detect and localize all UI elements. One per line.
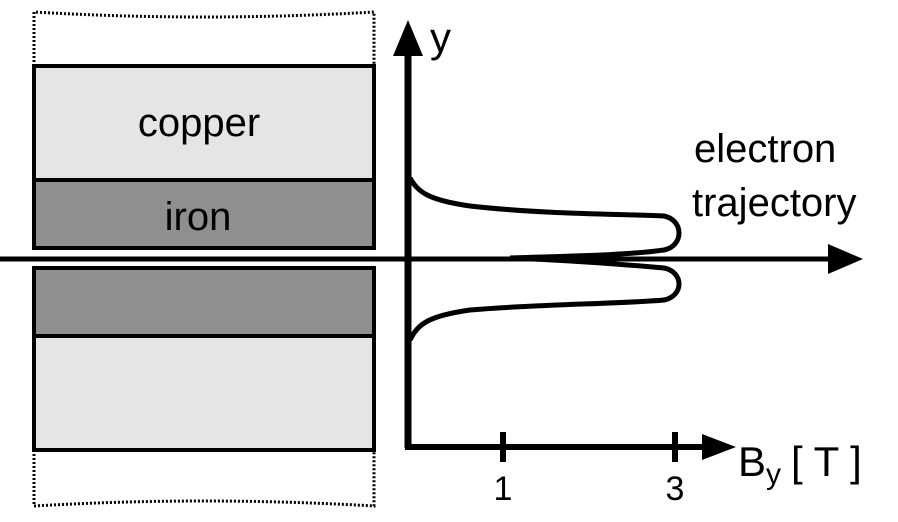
copper-block-lower	[32, 334, 376, 452]
tick-1-label: 1	[494, 470, 513, 508]
iron-block-lower	[32, 266, 376, 338]
x-axis-arrowhead	[702, 434, 736, 460]
field-profile-lower-lobe	[407, 255, 682, 342]
tick-3-label: 3	[666, 470, 685, 508]
magnet-bottom-cap	[32, 450, 376, 508]
copper-block-upper	[32, 64, 376, 182]
y-axis-arrowhead	[393, 20, 423, 56]
copper-label: copper	[138, 101, 260, 145]
x-axis-unit: [ T ]	[791, 438, 862, 485]
electron-trajectory-label-line2: trajectory	[692, 181, 857, 225]
x-axis-label-main: B	[738, 438, 766, 485]
x-axis-label-subscript: y	[766, 458, 781, 491]
field-profile-upper-lobe	[407, 176, 682, 261]
iron-block-upper	[32, 178, 376, 250]
electron-trajectory-arrowhead	[828, 244, 863, 274]
x-axis-label: By [ T ]	[738, 438, 862, 491]
magnet-top-cap	[32, 10, 376, 66]
iron-label: iron	[165, 195, 232, 239]
electron-trajectory-label-line1: electron	[694, 127, 836, 171]
y-axis-label: y	[430, 14, 451, 61]
